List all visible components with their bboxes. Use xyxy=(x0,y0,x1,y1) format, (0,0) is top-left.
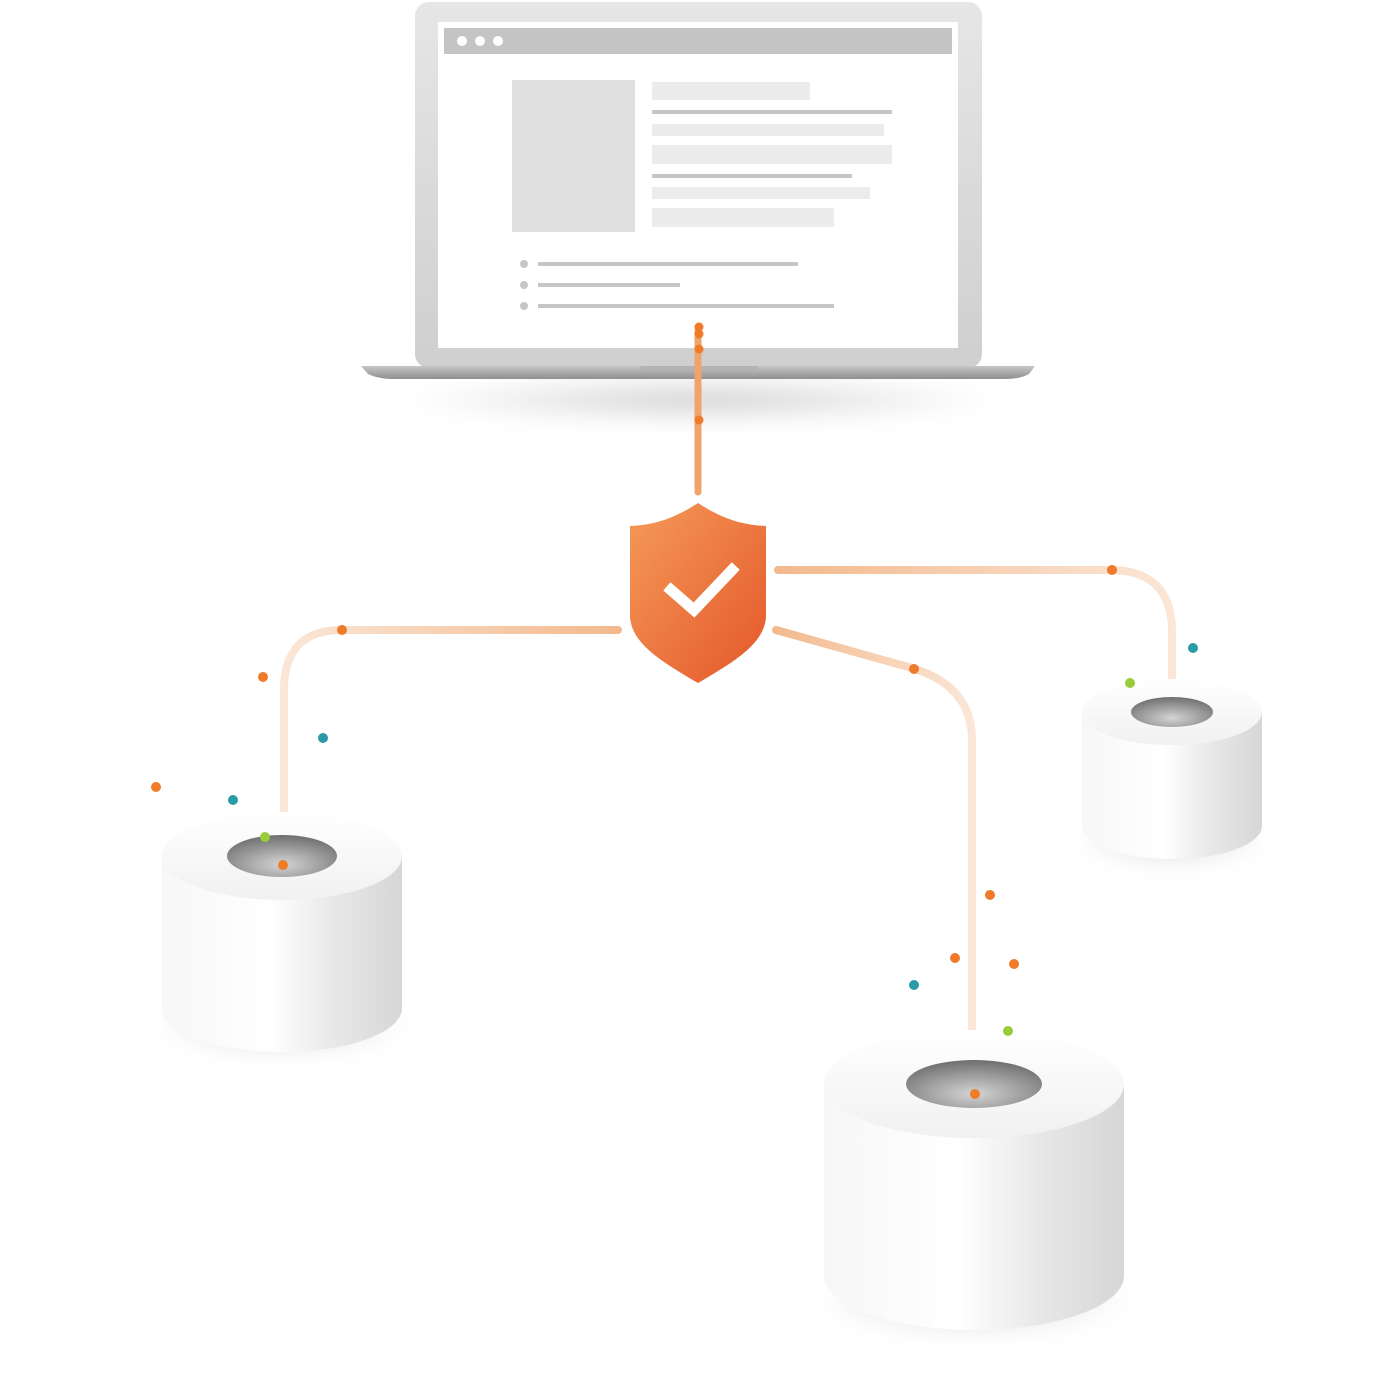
particle-dot xyxy=(1009,959,1019,969)
text-block-placeholder xyxy=(652,208,834,227)
particle-dot xyxy=(970,1089,980,1099)
cylinder-hole xyxy=(227,835,337,877)
text-line-placeholder xyxy=(652,110,892,114)
connector-dot xyxy=(337,625,347,635)
browser-title-bar xyxy=(444,28,952,54)
cylinder-hole xyxy=(906,1060,1042,1108)
particle-dot xyxy=(278,860,288,870)
text-block-placeholder xyxy=(652,145,892,164)
particle-dot xyxy=(1125,678,1135,688)
connector-dot xyxy=(985,890,995,900)
connector-dot xyxy=(950,953,960,963)
connector-dot xyxy=(695,345,704,354)
bullet-icon xyxy=(520,302,528,310)
connector-gateway-db-right xyxy=(778,570,1172,690)
database-right xyxy=(1078,679,1266,866)
connector-gateway-db-left xyxy=(284,630,618,810)
shield-check-icon xyxy=(630,503,766,683)
bullet-icon xyxy=(520,260,528,268)
connector-dot xyxy=(695,416,704,425)
particle-dot xyxy=(318,733,328,743)
text-line-placeholder xyxy=(652,174,852,178)
particle-dot xyxy=(151,782,161,792)
cylinder-hole xyxy=(1131,697,1213,727)
particle-dot xyxy=(228,795,238,805)
connector-dot xyxy=(258,672,268,682)
text-block-placeholder xyxy=(652,124,884,136)
connector-gateway-db-bottom xyxy=(776,630,972,1060)
shield-body xyxy=(630,503,766,683)
connector-dot xyxy=(1107,565,1117,575)
browser-dot-icon xyxy=(475,36,485,46)
particle-dot xyxy=(1188,643,1198,653)
particle-dot xyxy=(909,980,919,990)
bullet-icon xyxy=(520,281,528,289)
connector-dot xyxy=(695,330,704,339)
text-block-placeholder xyxy=(652,187,870,199)
list-line-placeholder xyxy=(538,283,680,287)
particle-dot xyxy=(1003,1026,1013,1036)
list-line-placeholder xyxy=(538,262,798,266)
browser-dot-icon xyxy=(493,36,503,46)
database-bottom xyxy=(819,1030,1129,1338)
connector-dot xyxy=(909,664,919,674)
list-line-placeholder xyxy=(538,304,834,308)
database-left xyxy=(157,812,407,1057)
particle-dot xyxy=(260,832,270,842)
image-placeholder xyxy=(512,80,635,232)
heading-placeholder xyxy=(652,82,810,100)
browser-dot-icon xyxy=(457,36,467,46)
